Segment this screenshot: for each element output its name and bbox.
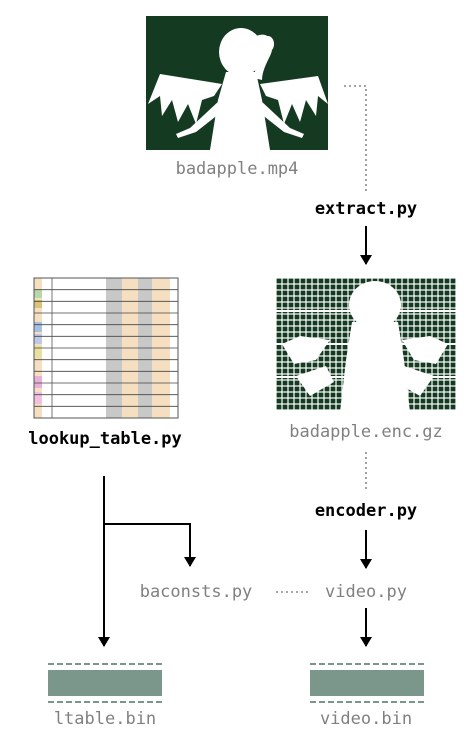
- source-video-label: badapple.mp4: [176, 159, 299, 179]
- video-module-label: video.py: [325, 582, 407, 602]
- constants-module-label: baconsts.py: [140, 582, 253, 602]
- lookup-script-label: lookup_table.py: [28, 429, 182, 449]
- extract-script-label: extract.py: [315, 199, 417, 219]
- video-binary-label: video.bin: [320, 709, 412, 729]
- lookup-binary-label: ltable.bin: [54, 709, 156, 729]
- video-binary-icon: [310, 663, 424, 703]
- source-video-thumbnail-icon: [146, 16, 328, 150]
- dotted-connector-source: [344, 85, 367, 192]
- lookup-binary-icon: [48, 663, 162, 703]
- encoded-frames-thumbnail-icon: [276, 278, 456, 412]
- arrow-lookup-to-baconsts: [104, 523, 196, 567]
- encoded-frames-label: badapple.enc.gz: [289, 422, 443, 442]
- encoder-script-label: encoder.py: [315, 501, 417, 521]
- lookup-table-thumbnail-icon: [33, 277, 179, 419]
